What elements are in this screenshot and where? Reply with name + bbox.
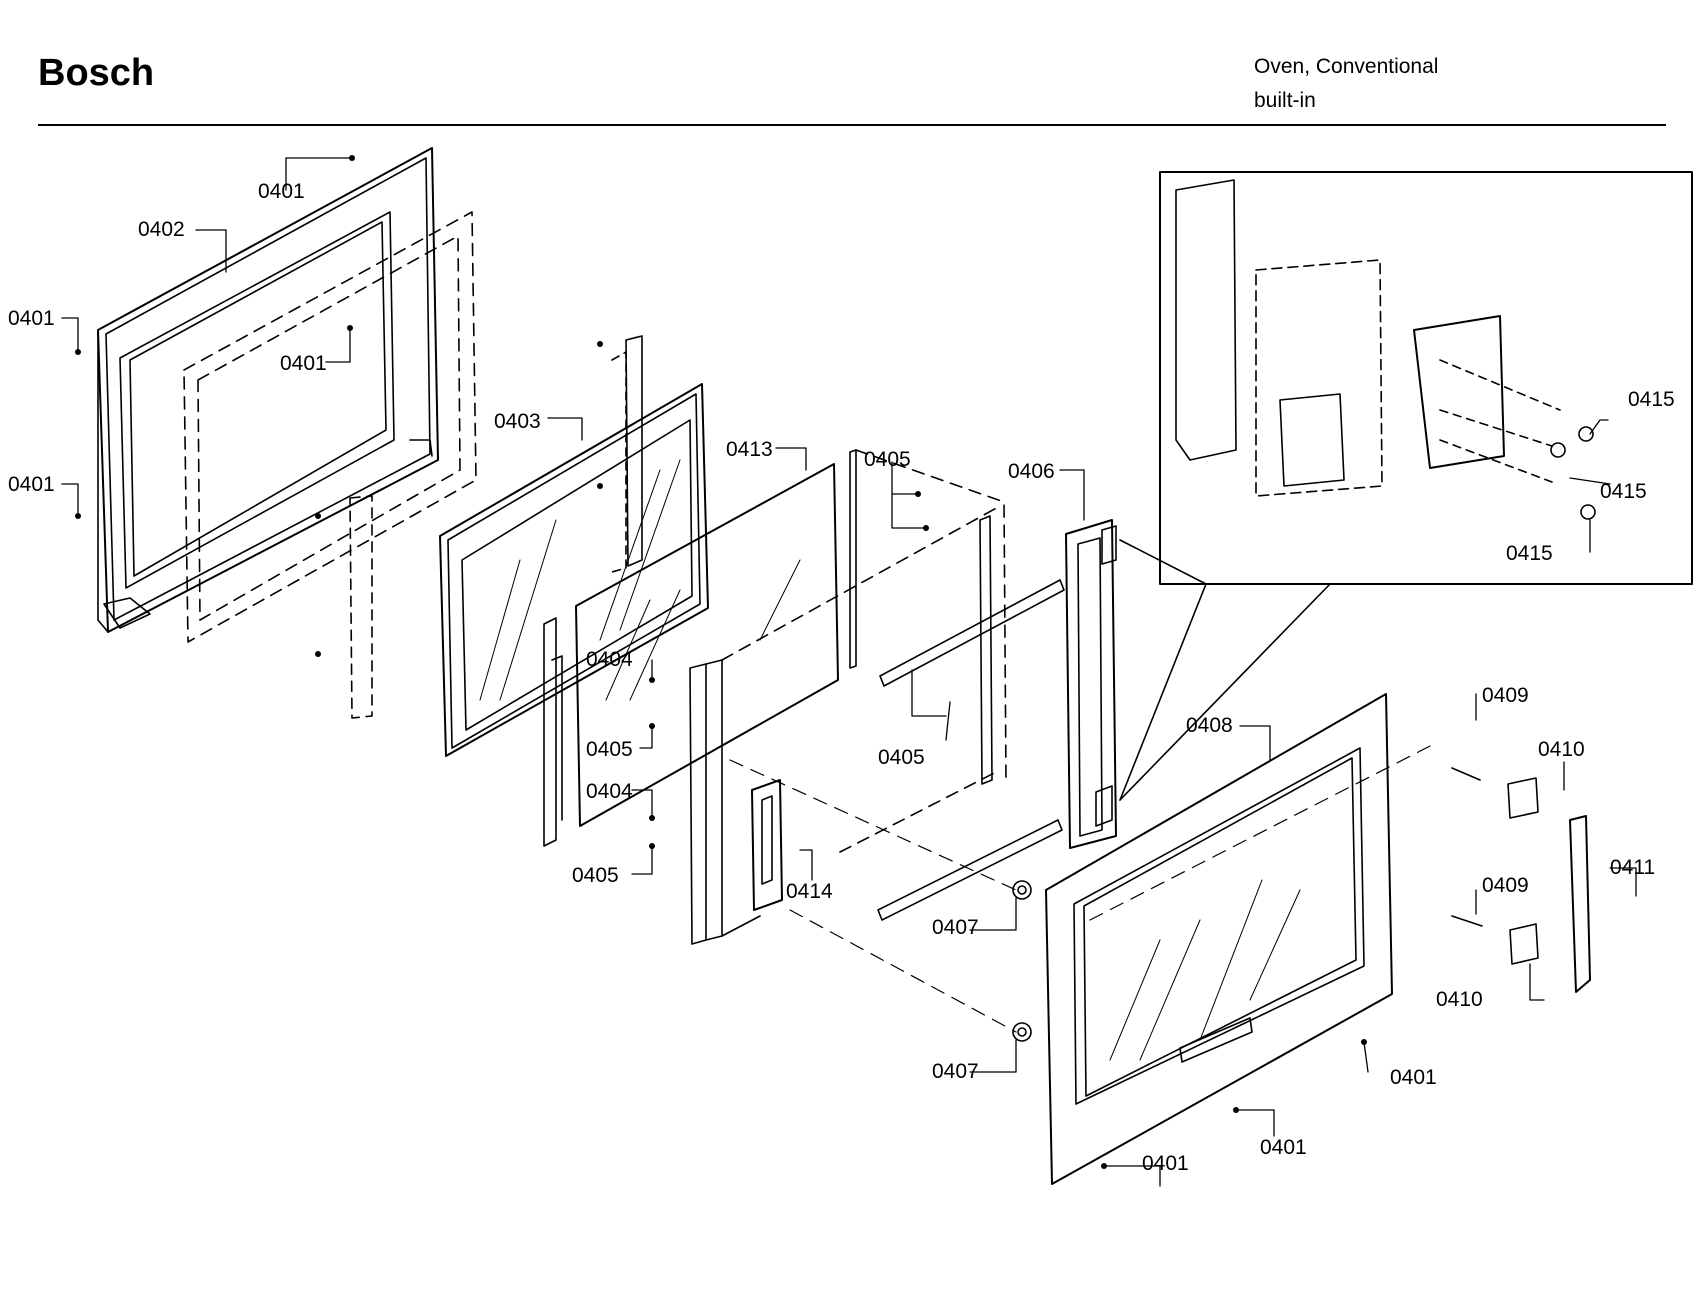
callout-0410-b: 0410 (1436, 988, 1483, 1011)
callout-0404-a: 0404 (586, 648, 633, 671)
callout-0401-f: 0401 (1260, 1136, 1307, 1159)
callout-0405-b: 0405 (586, 738, 633, 761)
glass-pane-0413 (575, 463, 839, 827)
callout-0408: 0408 (1186, 714, 1233, 737)
callout-0413: 0413 (726, 438, 773, 461)
vertical-support-0406 (1065, 519, 1117, 849)
inner-door-frame (97, 147, 439, 633)
product-subtype: built-in (1254, 89, 1316, 112)
door-handle-0411 (1569, 815, 1591, 993)
brand-title: Bosch (38, 52, 155, 94)
reference-dots (75, 155, 1367, 1169)
callout-0401-c: 0401 (8, 473, 55, 496)
product-description: Oven, Conventional built-in (1254, 50, 1438, 118)
door-rails (839, 579, 1065, 921)
door-side-frame (689, 449, 1007, 945)
callout-0409-b: 0409 (1482, 874, 1529, 897)
alignment-lines (729, 745, 1431, 1033)
callout-0401-e: 0401 (1390, 1066, 1437, 1089)
product-type: Oven, Conventional (1254, 55, 1439, 78)
callout-0409-a: 0409 (1482, 684, 1529, 707)
callout-0415-c: 0415 (1506, 542, 1553, 565)
glass-pane-0403 (439, 383, 709, 757)
callout-0415-a: 0415 (1628, 388, 1675, 411)
callout-0407-b: 0407 (932, 1060, 979, 1083)
detail-inset (1119, 171, 1693, 801)
callout-0406: 0406 (1008, 460, 1055, 483)
callout-0404-b: 0404 (586, 780, 633, 803)
callout-0405-a: 0405 (864, 448, 911, 471)
door-lock-0414 (751, 779, 783, 911)
callout-0401-b: 0401 (8, 307, 55, 330)
leader-lines (61, 157, 1637, 1187)
callout-0401-d: 0401 (280, 352, 327, 375)
callout-0401-g: 0401 (1142, 1152, 1189, 1175)
callout-labels: 0401 0402 0401 0401 0401 0403 0413 0405 … (8, 180, 1675, 1175)
outer-door-panel-0408 (1045, 693, 1393, 1185)
callout-0403: 0403 (494, 410, 541, 433)
callout-0405-d: 0405 (572, 864, 619, 887)
callout-0411: 0411 (1610, 856, 1655, 879)
left-hinge-bracket-outline (349, 495, 373, 719)
callout-0414: 0414 (786, 880, 833, 903)
header-divider (38, 124, 1666, 126)
callout-0402: 0402 (138, 218, 185, 241)
callout-0405-c: 0405 (878, 746, 925, 769)
spacers-0407 (1012, 880, 1032, 1042)
handle-screws-0409 (1451, 767, 1483, 927)
handle-mounts-0410 (1507, 777, 1539, 965)
glass-clip-bracket (543, 335, 643, 847)
callout-0407-a: 0407 (932, 916, 979, 939)
callout-0401-a: 0401 (258, 180, 305, 203)
callout-0415-b: 0415 (1600, 480, 1647, 503)
door-gasket-outline (183, 211, 477, 643)
callout-0410-a: 0410 (1538, 738, 1585, 761)
